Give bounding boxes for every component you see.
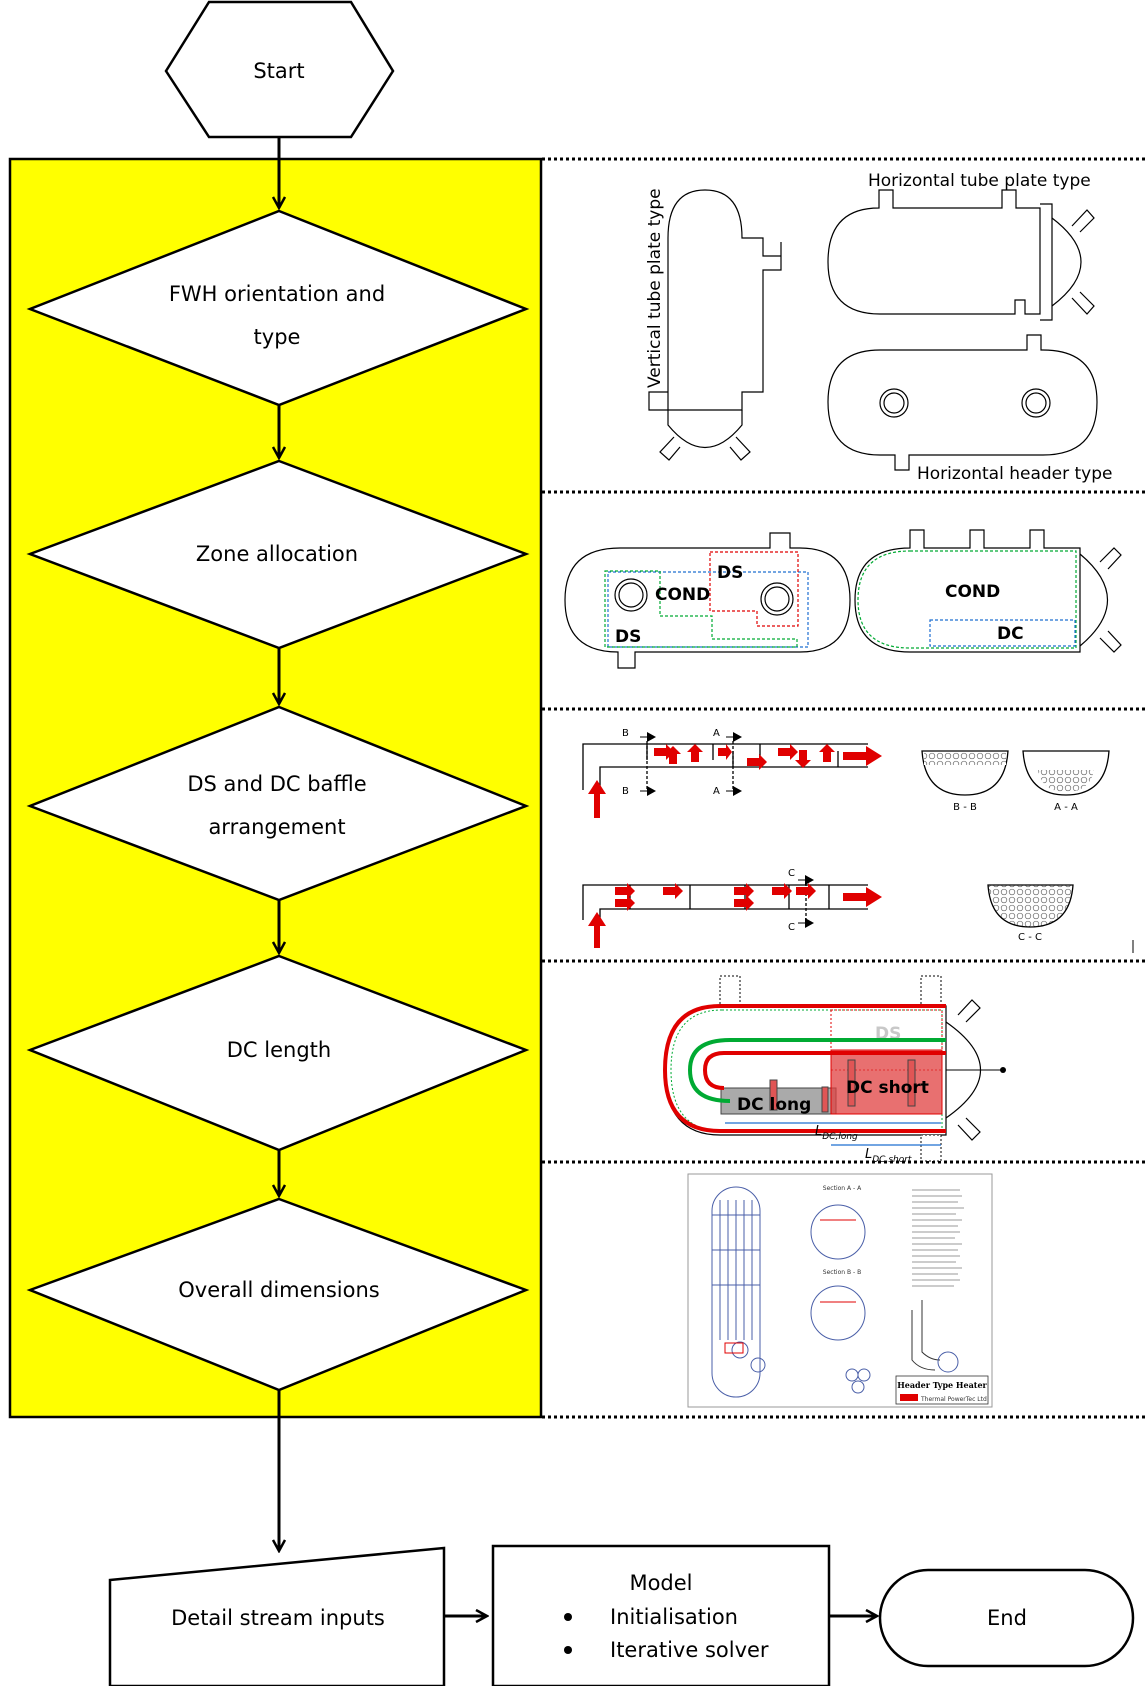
step-baffle-line2: arrangement — [208, 815, 345, 839]
step-orientation-line1: FWH orientation and — [169, 282, 385, 306]
end-node: End — [878, 1568, 1135, 1668]
drawing-title: Header Type Heater — [897, 1380, 987, 1390]
drawing-section-aa: Section A - A — [823, 1185, 862, 1192]
model-title: Model — [629, 1571, 692, 1595]
drawing-frame — [687, 1173, 993, 1408]
step-dc-length: DC length — [26, 954, 530, 1152]
bullet-icon — [564, 1613, 572, 1621]
section-c-top: C — [788, 868, 795, 879]
horizontal-header-shell — [827, 334, 1098, 471]
dc-long-label: DC long — [737, 1095, 811, 1115]
section-bb-drawing — [921, 750, 1009, 796]
step-overall-dimensions: Overall dimensions — [26, 1197, 530, 1392]
zone-right-dc: DC — [997, 624, 1024, 644]
dc-long-dimension: LDC,long — [815, 1124, 858, 1142]
panel-separators — [542, 157, 1145, 1419]
dc-flow-arrows — [588, 883, 882, 948]
step-zone-allocation-label: Zone allocation — [196, 542, 358, 566]
vertical-nozzles — [659, 436, 751, 461]
detail-inputs-label: Detail stream inputs — [171, 1606, 385, 1630]
section-a-bottom: A — [713, 786, 720, 797]
step-dc-length-label: DC length — [227, 1038, 331, 1062]
start-hexagon — [164, 0, 395, 139]
step-orientation-line2: type — [254, 325, 301, 349]
dc-short-dimension: LDC,short — [865, 1147, 912, 1165]
caption-bb: B - B — [953, 802, 977, 813]
section-c-bottom: C — [788, 922, 795, 933]
section-aa-drawing — [1022, 750, 1110, 796]
zone-right-shell — [854, 529, 1081, 653]
zone-left-ds-bottom: DS — [615, 627, 641, 647]
horizontal-tube-plate — [1040, 203, 1053, 321]
panel-dc-length: DS DC long DC short LDC,long LDC,short — [662, 975, 1006, 1165]
panel-baffles: B B A A B - B A - A — [582, 728, 1134, 953]
step-zone-allocation: Zone allocation — [26, 459, 530, 650]
dc-section-markers — [798, 875, 814, 928]
horizontal-tube-shell — [827, 189, 1041, 315]
flow-connectors — [279, 137, 877, 1616]
step-orientation: FWH orientation and type — [26, 209, 530, 407]
label-horizontal-tube-type: Horizontal tube plate type — [868, 171, 1091, 191]
section-b-bottom: B — [622, 786, 629, 797]
section-a-top: A — [713, 728, 720, 739]
model-item-initialisation: Initialisation — [610, 1605, 738, 1629]
model-node: Model Initialisation Iterative solver — [491, 1544, 831, 1686]
end-label: End — [987, 1606, 1027, 1630]
zone-right-cond: COND — [945, 582, 1000, 602]
section-b-top: B — [622, 728, 629, 739]
vertical-head-drawing — [667, 410, 743, 448]
drawing-company: Thermal PowerTec Ltd — [920, 1396, 987, 1403]
section-cc-drawing — [987, 884, 1074, 928]
panel-drawing: Header Type Heater Thermal PowerTec Ltd … — [687, 1173, 993, 1408]
panel-orientation — [648, 189, 1098, 471]
zone-left-ds-top: DS — [717, 563, 743, 583]
caption-aa: A - A — [1054, 802, 1078, 813]
ds-section-markers — [640, 732, 742, 796]
ds-flow-arrows — [588, 744, 882, 818]
label-vertical-type: Vertical tube plate type — [645, 188, 665, 388]
vertical-shell-drawing — [648, 189, 782, 411]
zone-left-cond: COND — [655, 585, 710, 605]
step-baffle-arrangement: DS and DC baffle arrangement — [26, 705, 530, 902]
bullet-icon — [564, 1646, 572, 1654]
step-baffle-line1: DS and DC baffle — [187, 772, 366, 796]
model-item-solver: Iterative solver — [610, 1638, 769, 1662]
detail-inputs-node: Detail stream inputs — [108, 1546, 446, 1686]
step-overall-dimensions-label: Overall dimensions — [178, 1278, 379, 1302]
drawing-section-bb: Section B - B — [823, 1269, 861, 1276]
ds-baffle-diagram — [582, 741, 868, 791]
dc-short-label: DC short — [846, 1078, 929, 1098]
horizontal-tube-head — [1051, 209, 1095, 315]
caption-cc: C - C — [1018, 932, 1042, 943]
company-logo — [900, 1394, 918, 1401]
start-node: Start — [164, 0, 395, 139]
zone-left-shell — [564, 532, 851, 669]
panel-zones: DS COND DS COND DC — [564, 529, 1122, 669]
start-label: Start — [253, 59, 304, 83]
dc-long-zone — [720, 1087, 837, 1115]
label-horizontal-header-type: Horizontal header type — [917, 464, 1112, 484]
